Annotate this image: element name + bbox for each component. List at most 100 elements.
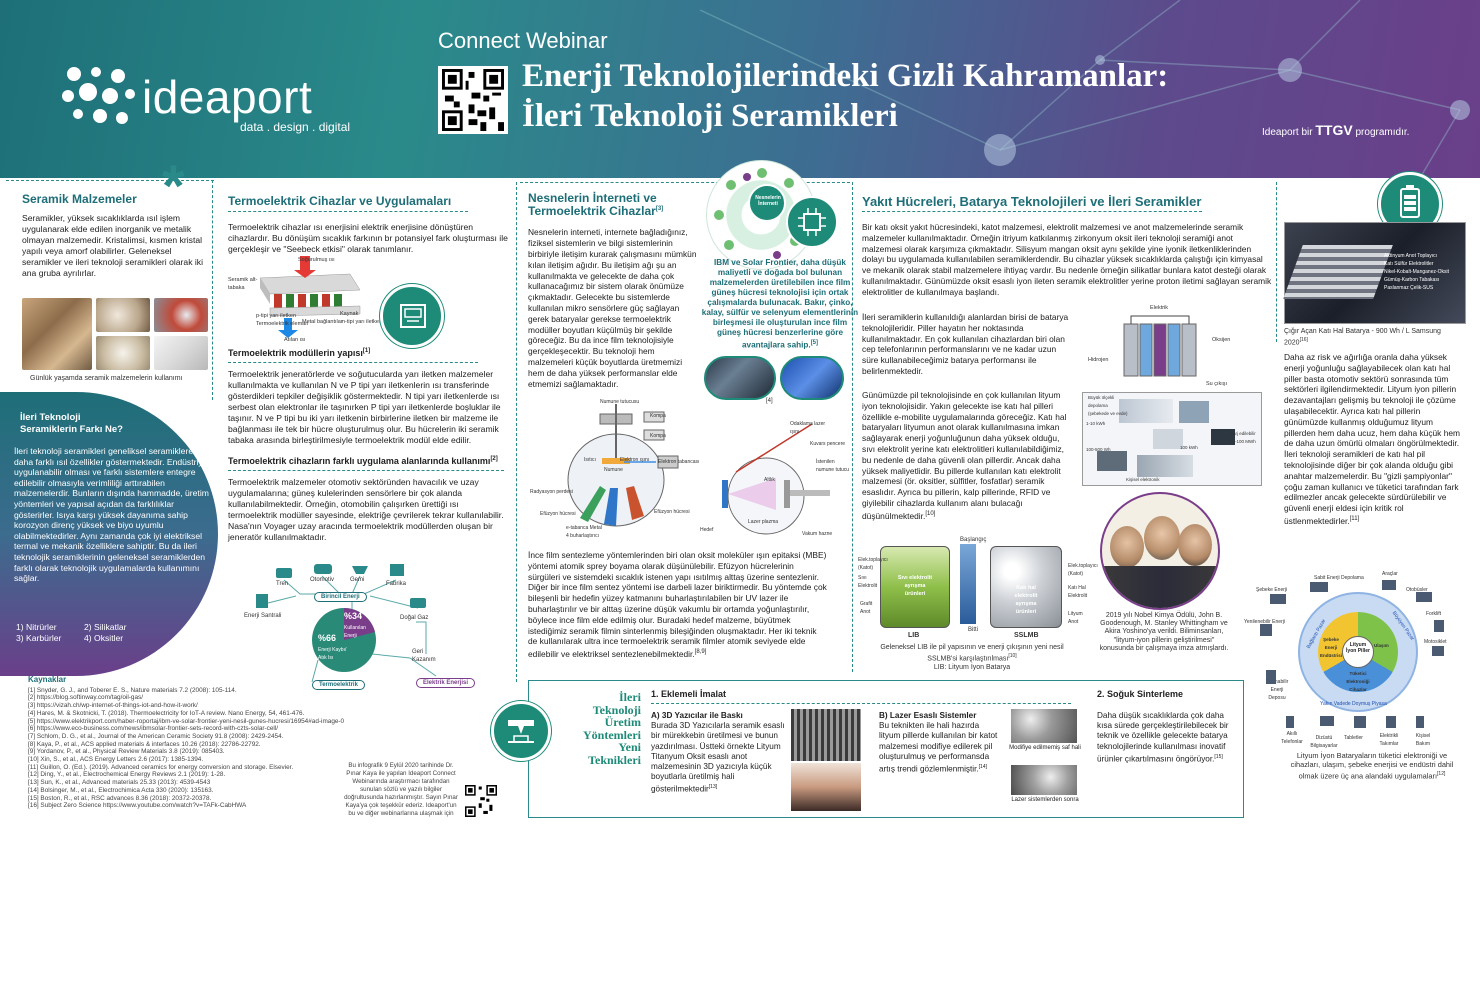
mbe-label: e-tabanca Metal 4 buharlaştırıcı [566, 525, 602, 539]
lib-left-label: Grafit Anot [860, 601, 873, 615]
flow-node-icons [256, 564, 426, 608]
mbe-label: Numune [604, 467, 623, 473]
pld-label: Hedef [700, 527, 714, 533]
ileri-heading: İleri Teknoloji Seramiklerin Farkı Ne? [20, 412, 123, 435]
sslmb-inner-label: Katı hal elektrolit ayrışma ürünleri [1014, 585, 1038, 615]
reference-line: [16] Subject Zero Science https://www.yo… [28, 802, 247, 810]
pld-label: Lazer plazma [748, 519, 779, 525]
thin-film-photo-1 [704, 356, 776, 400]
portrait-suits [1102, 566, 1218, 608]
s1a-body: Burada 3D Yazıcılarla seramik esaslı bir… [651, 721, 785, 795]
reference-line: [15] Boston, R., et al., RSC advances 8.… [28, 794, 212, 802]
3d-printer-icon [508, 720, 534, 743]
samsung-legend-item: Nikel-Kobalt-Manganez-Oksit [1384, 269, 1450, 275]
mbe-diagram [567, 404, 679, 527]
cmp-label: Büyük ölçekli depolama (şebekede ve evde… [1088, 395, 1128, 416]
sslmb-right-label: Lityum Anot [1068, 611, 1083, 625]
pld-label: Altlık [764, 477, 775, 483]
footer-qr-code[interactable] [464, 784, 498, 818]
mbe-label: Numune tutucusu [600, 399, 640, 405]
lib-name: LIB [908, 632, 920, 639]
reference-line: [13] Sun, K., et al., Advanced materials… [28, 779, 211, 787]
battery-photo-4 [1153, 429, 1183, 449]
sslmb-right-label: Katı Hal Elektrolit [1068, 585, 1088, 599]
printed-anode-photo [791, 709, 861, 761]
battery-scale-chart [1082, 392, 1262, 486]
ceramic-photo-grid [22, 298, 208, 370]
references-heading: Kaynaklar [28, 675, 67, 684]
yakit-heading-rule [862, 211, 1202, 212]
pct66-value: %66 [318, 633, 337, 643]
ceramic-photo-3 [154, 298, 208, 332]
te-label: Kaynak [340, 311, 359, 317]
ileri-body: İleri teknoloji seramikleri geneliksel s… [14, 446, 213, 584]
s1a: A) 3D Yazıcılar ile Baskı Burada 3D Yazı… [651, 711, 785, 795]
header-qr-code[interactable] [438, 66, 508, 134]
lib-end-label: Bitti [968, 627, 979, 633]
yakit-body3: Günümüzde pil teknolojisinde en çok kull… [862, 390, 1067, 521]
pld-label: Kuvars pencere [810, 441, 846, 447]
wheel-item: Akıllı Telefonlar [1281, 731, 1303, 745]
fc-label: Hidrojen [1088, 357, 1109, 363]
asterisk-icon: * [162, 154, 185, 219]
col-divider-3 [852, 182, 853, 672]
reference-line: [4] Hares, M. & Skotnicki, T. (2018). Th… [28, 709, 305, 717]
wheel-item: Dizüstü Bilgisayarlar [1310, 735, 1338, 749]
network-decoration [699, 0, 1470, 178]
qr-code-icon [442, 69, 504, 131]
wheel-center-label: Lityum İyon Piller [1346, 642, 1370, 654]
pct66-label: Enerji Kaybı/ Atık Isı [318, 647, 347, 661]
page-title-line1: Enerji Teknolojilerindeki Gizli Kahraman… [522, 58, 1169, 94]
lib-strip [960, 544, 976, 624]
right-body: Daha az risk ve ağırlığa oranla daha yük… [1284, 352, 1460, 526]
reference-line: [7] Schlom, D. G., et al., Journal of th… [28, 732, 284, 740]
battery-photo-1 [1119, 399, 1173, 423]
event-label: Connect Webinar [438, 28, 608, 53]
lib-inner-label: Sıvı elektrolit ayrışma ürünleri [897, 575, 933, 597]
ileri-list-item: 2) Silikatlar [84, 622, 127, 632]
termo-heading: Termoelektrik Cihazlar ve Uygulamaları [228, 194, 452, 208]
wheel-item: Motosiklet [1424, 639, 1447, 645]
logo-tagline: data . design . digital [240, 120, 351, 134]
termo-sub1: Termoelektrik modüllerin yapısı[1] [228, 348, 371, 358]
fuel-cell-diagram [1123, 315, 1197, 377]
termo-sub1-rule [228, 362, 478, 364]
reference-line: [3] https://vizah.ch/wp-internet-of-thin… [28, 702, 198, 710]
iot-section: Nesnelerin İnterneti ve Termoelektrik Ci… [528, 192, 718, 389]
ibm-solar-note: IBM ve Solar Frontier, daha düşük maliye… [701, 258, 859, 350]
wheel-item: Araçlar [1382, 571, 1398, 577]
fc-label: Su çıkışı [1206, 381, 1228, 387]
header-banner: ideaport data . design . digital Connect… [0, 0, 1480, 178]
termoelektrik-pill: Termoelektrik [312, 680, 365, 690]
sslmb-right-label: Elek.toplayıcı (Katot) [1068, 563, 1098, 577]
pct34-value: %34 [344, 611, 363, 621]
flow-node-label: Tren [276, 581, 289, 587]
thermoelectric-generator-icon [400, 304, 426, 328]
reference-line: [8] Kaya, P., et al., ACS applied materi… [28, 740, 261, 748]
wheel-center: Lityum İyon Piller [1342, 636, 1374, 668]
s1b: B) Lazer Esaslı Sistemler Bu teknikten i… [879, 711, 999, 775]
flow-node-label: Fabrika [386, 581, 407, 587]
program-note: Ideaport bir TTGV programıdır. [1262, 122, 1409, 138]
seramik-heading: Seramik Malzemeler [22, 192, 137, 206]
wheel-device-icons [1260, 580, 1444, 728]
wheel-item: Sabit Enerji Depolama [1314, 575, 1364, 581]
wheel-caption: Lityum İyon Bataryaların tüketici elektr… [1290, 751, 1454, 781]
iot-center-badge: Nesnelerin İnterneti [748, 184, 786, 222]
reference-line: [14] Bolsinger, M., et al., Electrochimi… [28, 786, 214, 794]
seramik-body: Seramikler, yüksek sıcaklıklarda ısıl iş… [22, 213, 203, 279]
samsung-legend-item: Aktinyum Anot Toplayıcı [1384, 253, 1437, 259]
lib-caption: Geleneksel LIB ile pil yapısının ve ener… [880, 644, 1064, 671]
col-divider-1 [212, 180, 213, 400]
te-label: Seramik alt-tabaka [228, 277, 258, 291]
ceramic-photo-caption: Günlük yaşamda seramik malzemelerin kull… [30, 375, 183, 382]
te-label: Termoelektrik eleman [256, 321, 309, 327]
yakit-body1: Bir katı oksit yakıt hücresindeki, katot… [862, 222, 1272, 297]
te-label: n-tipi yarı iletken [342, 319, 383, 325]
ideaport-logo-icon [62, 67, 135, 124]
ileri-list-item: 3) Karbürler [16, 633, 62, 643]
lib-left-label: Sıvı Elektrolit [858, 575, 878, 589]
printed-nozzle-photo [791, 763, 861, 811]
webinar-note: Bu infografik 9 Eylül 2020 tarihinde Dr.… [344, 762, 458, 817]
